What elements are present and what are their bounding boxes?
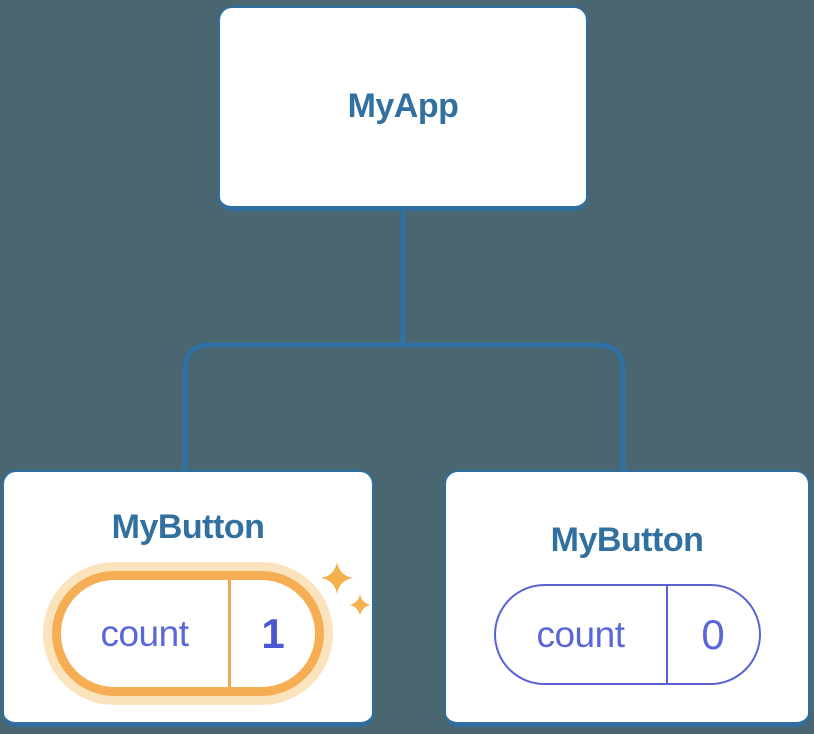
node-mybutton-left: MyButton count 1 <box>2 470 374 727</box>
sparkles-icon <box>321 562 371 616</box>
node-mybutton-right: MyButton count 0 <box>444 470 810 727</box>
node-myapp: MyApp <box>218 6 588 211</box>
state-pill-highlighted: count 1 <box>52 571 324 697</box>
state-value: 1 <box>228 580 315 688</box>
state-key-label: count <box>536 613 625 655</box>
state-key-label: count <box>100 612 189 654</box>
state-pill: count 0 <box>493 584 761 686</box>
node-title: MyApp <box>347 87 459 126</box>
node-title: MyButton <box>111 507 265 546</box>
node-title: MyButton <box>550 520 704 559</box>
state-value: 0 <box>665 586 759 684</box>
